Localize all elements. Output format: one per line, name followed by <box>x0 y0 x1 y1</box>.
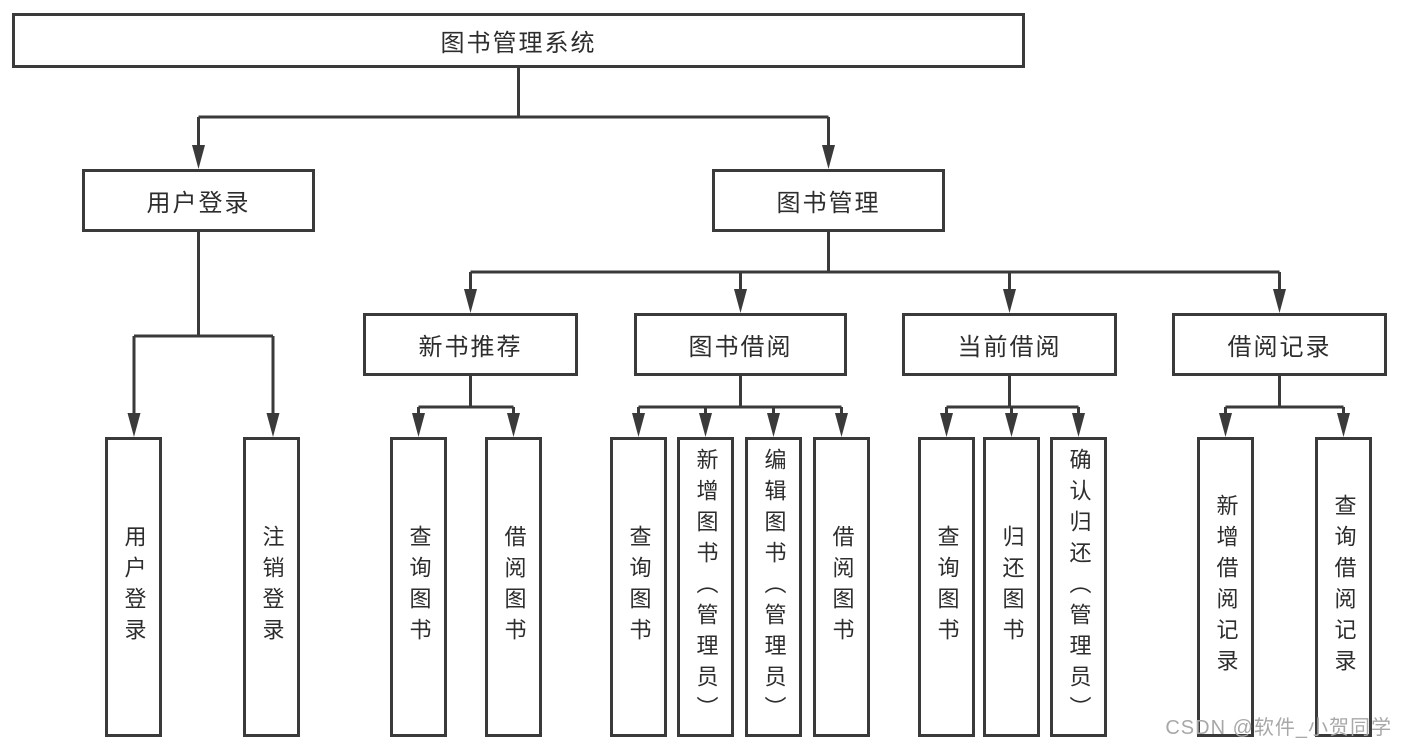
node-library-system: 图书管理系统 <box>12 13 1025 68</box>
node-edit-book-admin: 编辑图书（管理员） <box>745 437 802 737</box>
node-query-books-recommend: 查询图书 <box>390 437 447 737</box>
node-logout: 注销登录 <box>243 437 300 737</box>
node-login: 用户登录 <box>105 437 162 737</box>
node-return-books: 归还图书 <box>983 437 1040 737</box>
node-book-management-branch: 图书管理 <box>712 169 945 232</box>
node-current-borrowing: 当前借阅 <box>902 313 1117 376</box>
arrowheads <box>127 145 1350 437</box>
node-query-borrow-record: 查询借阅记录 <box>1315 437 1372 737</box>
node-new-book-recommend: 新书推荐 <box>363 313 578 376</box>
node-query-books-borrowing: 查询图书 <box>610 437 667 737</box>
node-book-borrowing: 图书借阅 <box>634 313 847 376</box>
watermark: CSDN @软件_小贺同学 <box>1165 717 1392 739</box>
node-borrow-books-recommend: 借阅图书 <box>485 437 542 737</box>
node-confirm-return-admin: 确认归还（管理员） <box>1050 437 1107 737</box>
node-query-books-current: 查询图书 <box>918 437 975 737</box>
node-borrow-books: 借阅图书 <box>813 437 870 737</box>
node-user-login-branch: 用户登录 <box>82 169 315 232</box>
node-add-borrow-record: 新增借阅记录 <box>1197 437 1254 737</box>
node-borrowing-records: 借阅记录 <box>1172 313 1387 376</box>
node-add-book-admin: 新增图书（管理员） <box>677 437 734 737</box>
